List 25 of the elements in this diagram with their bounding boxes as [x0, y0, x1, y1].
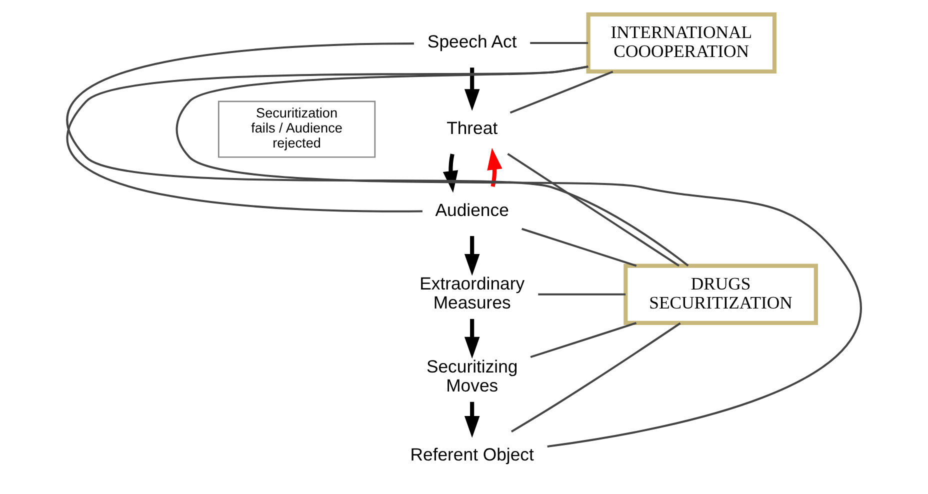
connector — [538, 292, 626, 295]
connector — [507, 152, 680, 266]
arrow — [487, 147, 502, 187]
connector — [176, 64, 861, 448]
connector — [510, 70, 614, 114]
node-box: INTERNATIONAL COOOPERATION — [586, 12, 776, 74]
arrow — [464, 401, 480, 438]
arrow — [464, 236, 480, 276]
node-box: DRUGS SECURITIZATION — [624, 263, 818, 324]
connector — [67, 65, 588, 212]
connector — [510, 322, 681, 432]
node-text: Threat — [446, 117, 498, 138]
node-text: Extraordinary Measures — [420, 272, 525, 312]
connector — [530, 322, 637, 358]
node-text: Audience — [435, 200, 509, 220]
arrow — [464, 67, 480, 110]
node-box: Securitization fails / Audience rejected — [218, 100, 376, 158]
arrow — [442, 153, 458, 192]
node-text: Securitizing Moves — [426, 356, 518, 395]
node-text: Referent Object — [410, 444, 534, 464]
connector — [530, 41, 588, 44]
arrow — [464, 318, 480, 358]
connector — [522, 227, 637, 266]
connector — [68, 42, 689, 266]
node-text: Speech Act — [427, 31, 517, 52]
